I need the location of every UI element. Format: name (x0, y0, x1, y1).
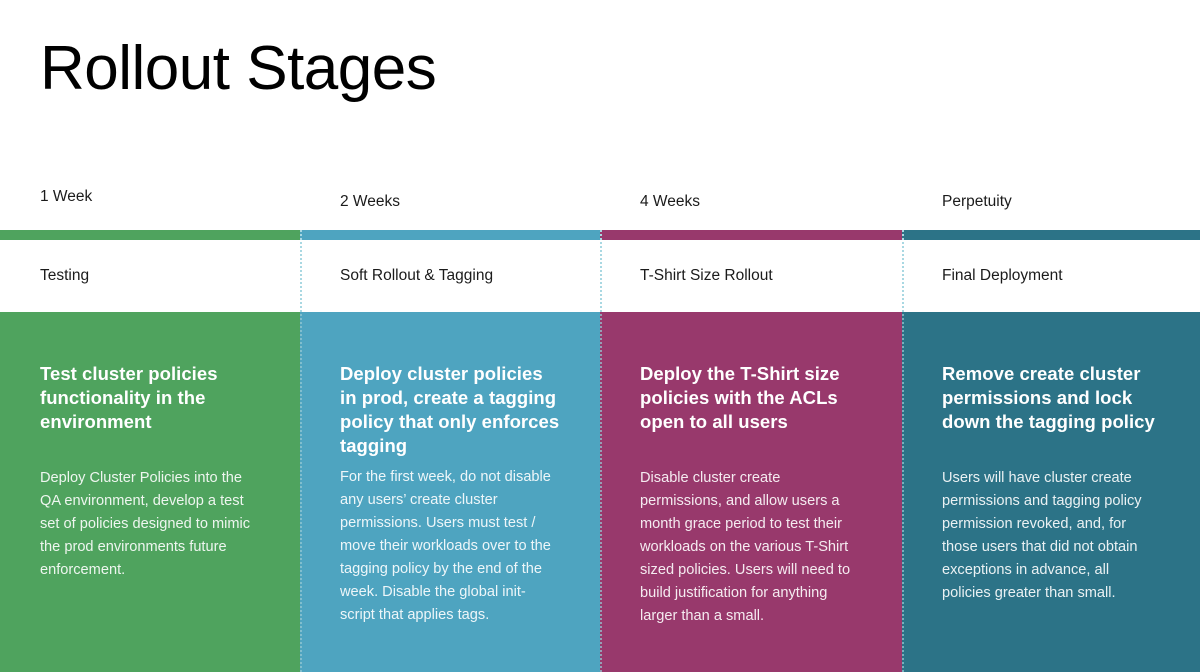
stage-body-3: Deploy the T-Shirt size policies with th… (600, 312, 902, 672)
stage-name-4: Final Deployment (942, 267, 1063, 284)
stage-accent-bar-4 (902, 230, 1200, 240)
stage-column-testing[interactable]: 1 Week Testing Test cluster policies fun… (0, 176, 300, 672)
stage-description-3: Disable cluster create permissions, and … (640, 470, 851, 624)
stage-name-zone-4: Final Deployment (902, 240, 1200, 312)
stage-description-1: Deploy Cluster Policies into the QA envi… (40, 470, 251, 578)
stages-timeline: 1 Week Testing Test cluster policies fun… (0, 176, 1200, 672)
duration-zone-2: 2 Weeks (300, 176, 600, 230)
stage-name-2: Soft Rollout & Tagging (340, 267, 494, 284)
stage-accent-bar-3 (600, 230, 902, 240)
stage-duration-1: 1 Week (40, 188, 93, 205)
stage-name-3: T-Shirt Size Rollout (640, 267, 773, 284)
stage-headline-1: Test cluster policies functionality in t… (40, 363, 218, 432)
stage-name-zone-1: Testing (0, 240, 300, 312)
stage-name-zone-3: T-Shirt Size Rollout (600, 240, 902, 312)
stage-headline-3: Deploy the T-Shirt size policies with th… (640, 363, 840, 432)
duration-zone-1: 1 Week (0, 176, 300, 230)
stage-column-tshirt-size[interactable]: 4 Weeks T-Shirt Size Rollout Deploy the … (600, 176, 902, 672)
stage-headline-2: Deploy cluster policies in prod, create … (340, 363, 560, 456)
stage-duration-3: 4 Weeks (640, 193, 701, 210)
stage-accent-bar-2 (300, 230, 600, 240)
stage-headline-4: Remove create cluster permissions and lo… (942, 363, 1155, 432)
stage-column-final-deployment[interactable]: Perpetuity Final Deployment Remove creat… (902, 176, 1200, 672)
stage-description-2: For the first week, do not disable any u… (340, 469, 551, 623)
stage-body-4: Remove create cluster permissions and lo… (902, 312, 1200, 672)
stage-body-1: Test cluster policies functionality in t… (0, 312, 300, 672)
stage-accent-bar-1 (0, 230, 300, 240)
stage-duration-4: Perpetuity (942, 193, 1012, 210)
stage-body-2: Deploy cluster policies in prod, create … (300, 312, 600, 672)
stage-duration-2: 2 Weeks (340, 193, 401, 210)
duration-zone-4: Perpetuity (902, 176, 1200, 230)
stage-column-soft-rollout[interactable]: 2 Weeks Soft Rollout & Tagging Deploy cl… (300, 176, 600, 672)
stage-description-4: Users will have cluster create permissio… (942, 470, 1142, 601)
page-title: Rollout Stages (40, 34, 437, 103)
stage-name-zone-2: Soft Rollout & Tagging (300, 240, 600, 312)
duration-zone-3: 4 Weeks (600, 176, 902, 230)
stage-name-1: Testing (40, 267, 90, 284)
